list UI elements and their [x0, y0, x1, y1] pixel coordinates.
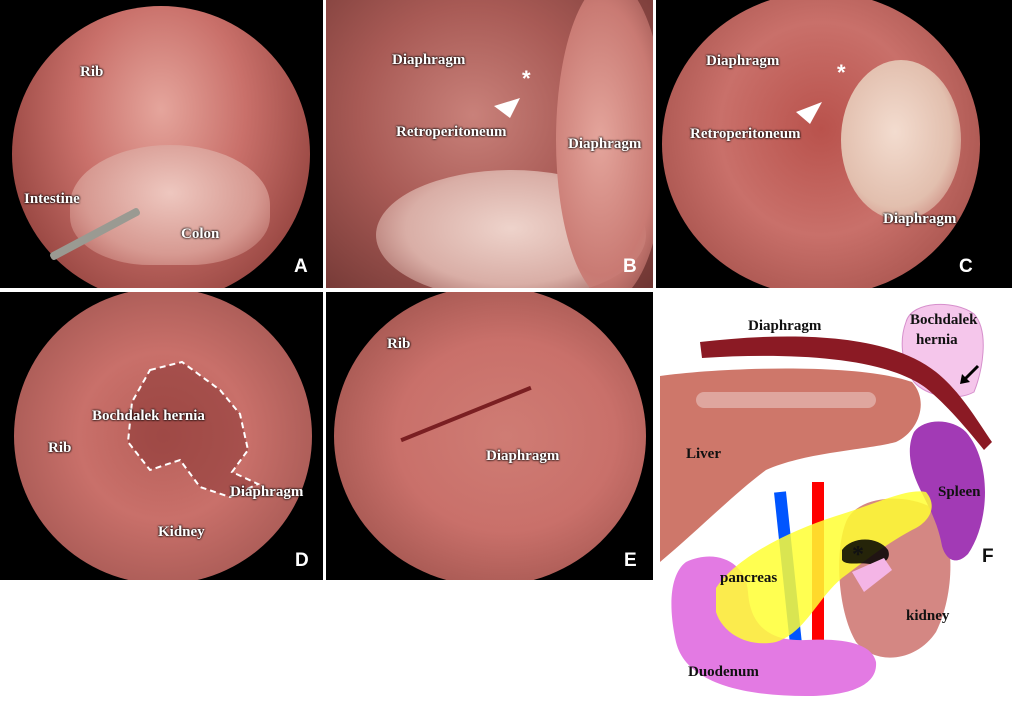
- panel-b-diaphragm-fold: [556, 0, 653, 288]
- diaphragm-band: [700, 336, 992, 450]
- panel-f-label-kidney: kidney: [906, 608, 950, 624]
- panel-e-letter: E: [624, 550, 637, 571]
- panel-e-endoscope-view: [334, 292, 646, 580]
- pancreas-shape: [716, 491, 932, 644]
- panel-c-label-retroperitoneum: Retroperitoneum: [690, 126, 801, 142]
- panel-a-letter: A: [294, 256, 308, 277]
- panel-a-label-intestine: Intestine: [24, 191, 80, 207]
- panel-f-label-duodenum: Duodenum: [688, 664, 759, 680]
- panel-b-arrowhead-icon-svg: [494, 98, 520, 118]
- panel-c: Diaphragm * Retroperitoneum Diaphragm C: [656, 0, 1012, 288]
- panel-d-label-rib: Rib: [48, 440, 72, 456]
- panel-e-label-rib: Rib: [387, 336, 411, 352]
- panel-f-letter: F: [982, 546, 994, 567]
- renal-vessel: [852, 558, 892, 592]
- arrow-icon: [960, 364, 980, 384]
- panel-f-label-hernia: hernia: [916, 332, 958, 348]
- liver-shape: [660, 368, 921, 562]
- panel-b-label-retroperitoneum: Retroperitoneum: [396, 124, 507, 140]
- panel-c-label-diaphragm-top: Diaphragm: [706, 53, 780, 69]
- panel-c-arrowhead-icon: [796, 102, 822, 124]
- panel-b-letter: B: [623, 256, 637, 277]
- liver-highlight: [696, 392, 876, 408]
- panel-d-label-kidney: Kidney: [158, 524, 205, 540]
- panel-f-label-pancreas: pancreas: [720, 570, 778, 586]
- panel-f-label-diaphragm: Diaphragm: [748, 318, 822, 334]
- panel-b-label-diaphragm-top: Diaphragm: [392, 52, 466, 68]
- panel-b-asterisk: *: [522, 66, 531, 91]
- panel-d-label-bochdalek-hernia: Bochdalek hernia: [92, 408, 205, 424]
- panel-f-label-spleen: Spleen: [938, 484, 981, 500]
- spleen-shape: [909, 421, 985, 561]
- panel-c-label-diaphragm-bottom: Diaphragm: [883, 211, 957, 227]
- panel-d-letter: D: [295, 550, 309, 571]
- panel-c-asterisk: *: [837, 60, 846, 85]
- panel-a-label-rib: Rib: [80, 64, 104, 80]
- panel-c-bowel: [841, 60, 961, 220]
- panel-f-label-bochdalek: Bochdalek: [910, 312, 978, 328]
- panel-f-asterisk: *: [852, 542, 864, 568]
- panel-a: Rib Intestine Colon A: [0, 0, 323, 288]
- panel-c-letter: C: [959, 256, 973, 277]
- panel-a-bowel-loops: [70, 145, 270, 265]
- panel-d: Bochdalek hernia Rib Diaphragm Kidney D: [0, 292, 323, 580]
- panel-f-label-liver: Liver: [686, 446, 721, 462]
- panel-b-label-diaphragm-right: Diaphragm: [568, 136, 642, 152]
- panel-b: Diaphragm * Retroperitoneum Diaphragm B: [326, 0, 653, 288]
- panel-e-label-diaphragm: Diaphragm: [486, 448, 560, 464]
- panel-d-hernia-outline: [126, 360, 261, 499]
- panel-a-label-colon: Colon: [181, 226, 220, 242]
- panel-e: Rib Diaphragm E: [326, 292, 653, 580]
- adrenal-outline: [842, 539, 889, 565]
- panel-d-label-diaphragm: Diaphragm: [230, 484, 304, 500]
- panel-f-anatomy-svg: [660, 303, 992, 696]
- panel-f-diagram: Diaphragm Bochdalek hernia Liver Spleen …: [656, 292, 1012, 712]
